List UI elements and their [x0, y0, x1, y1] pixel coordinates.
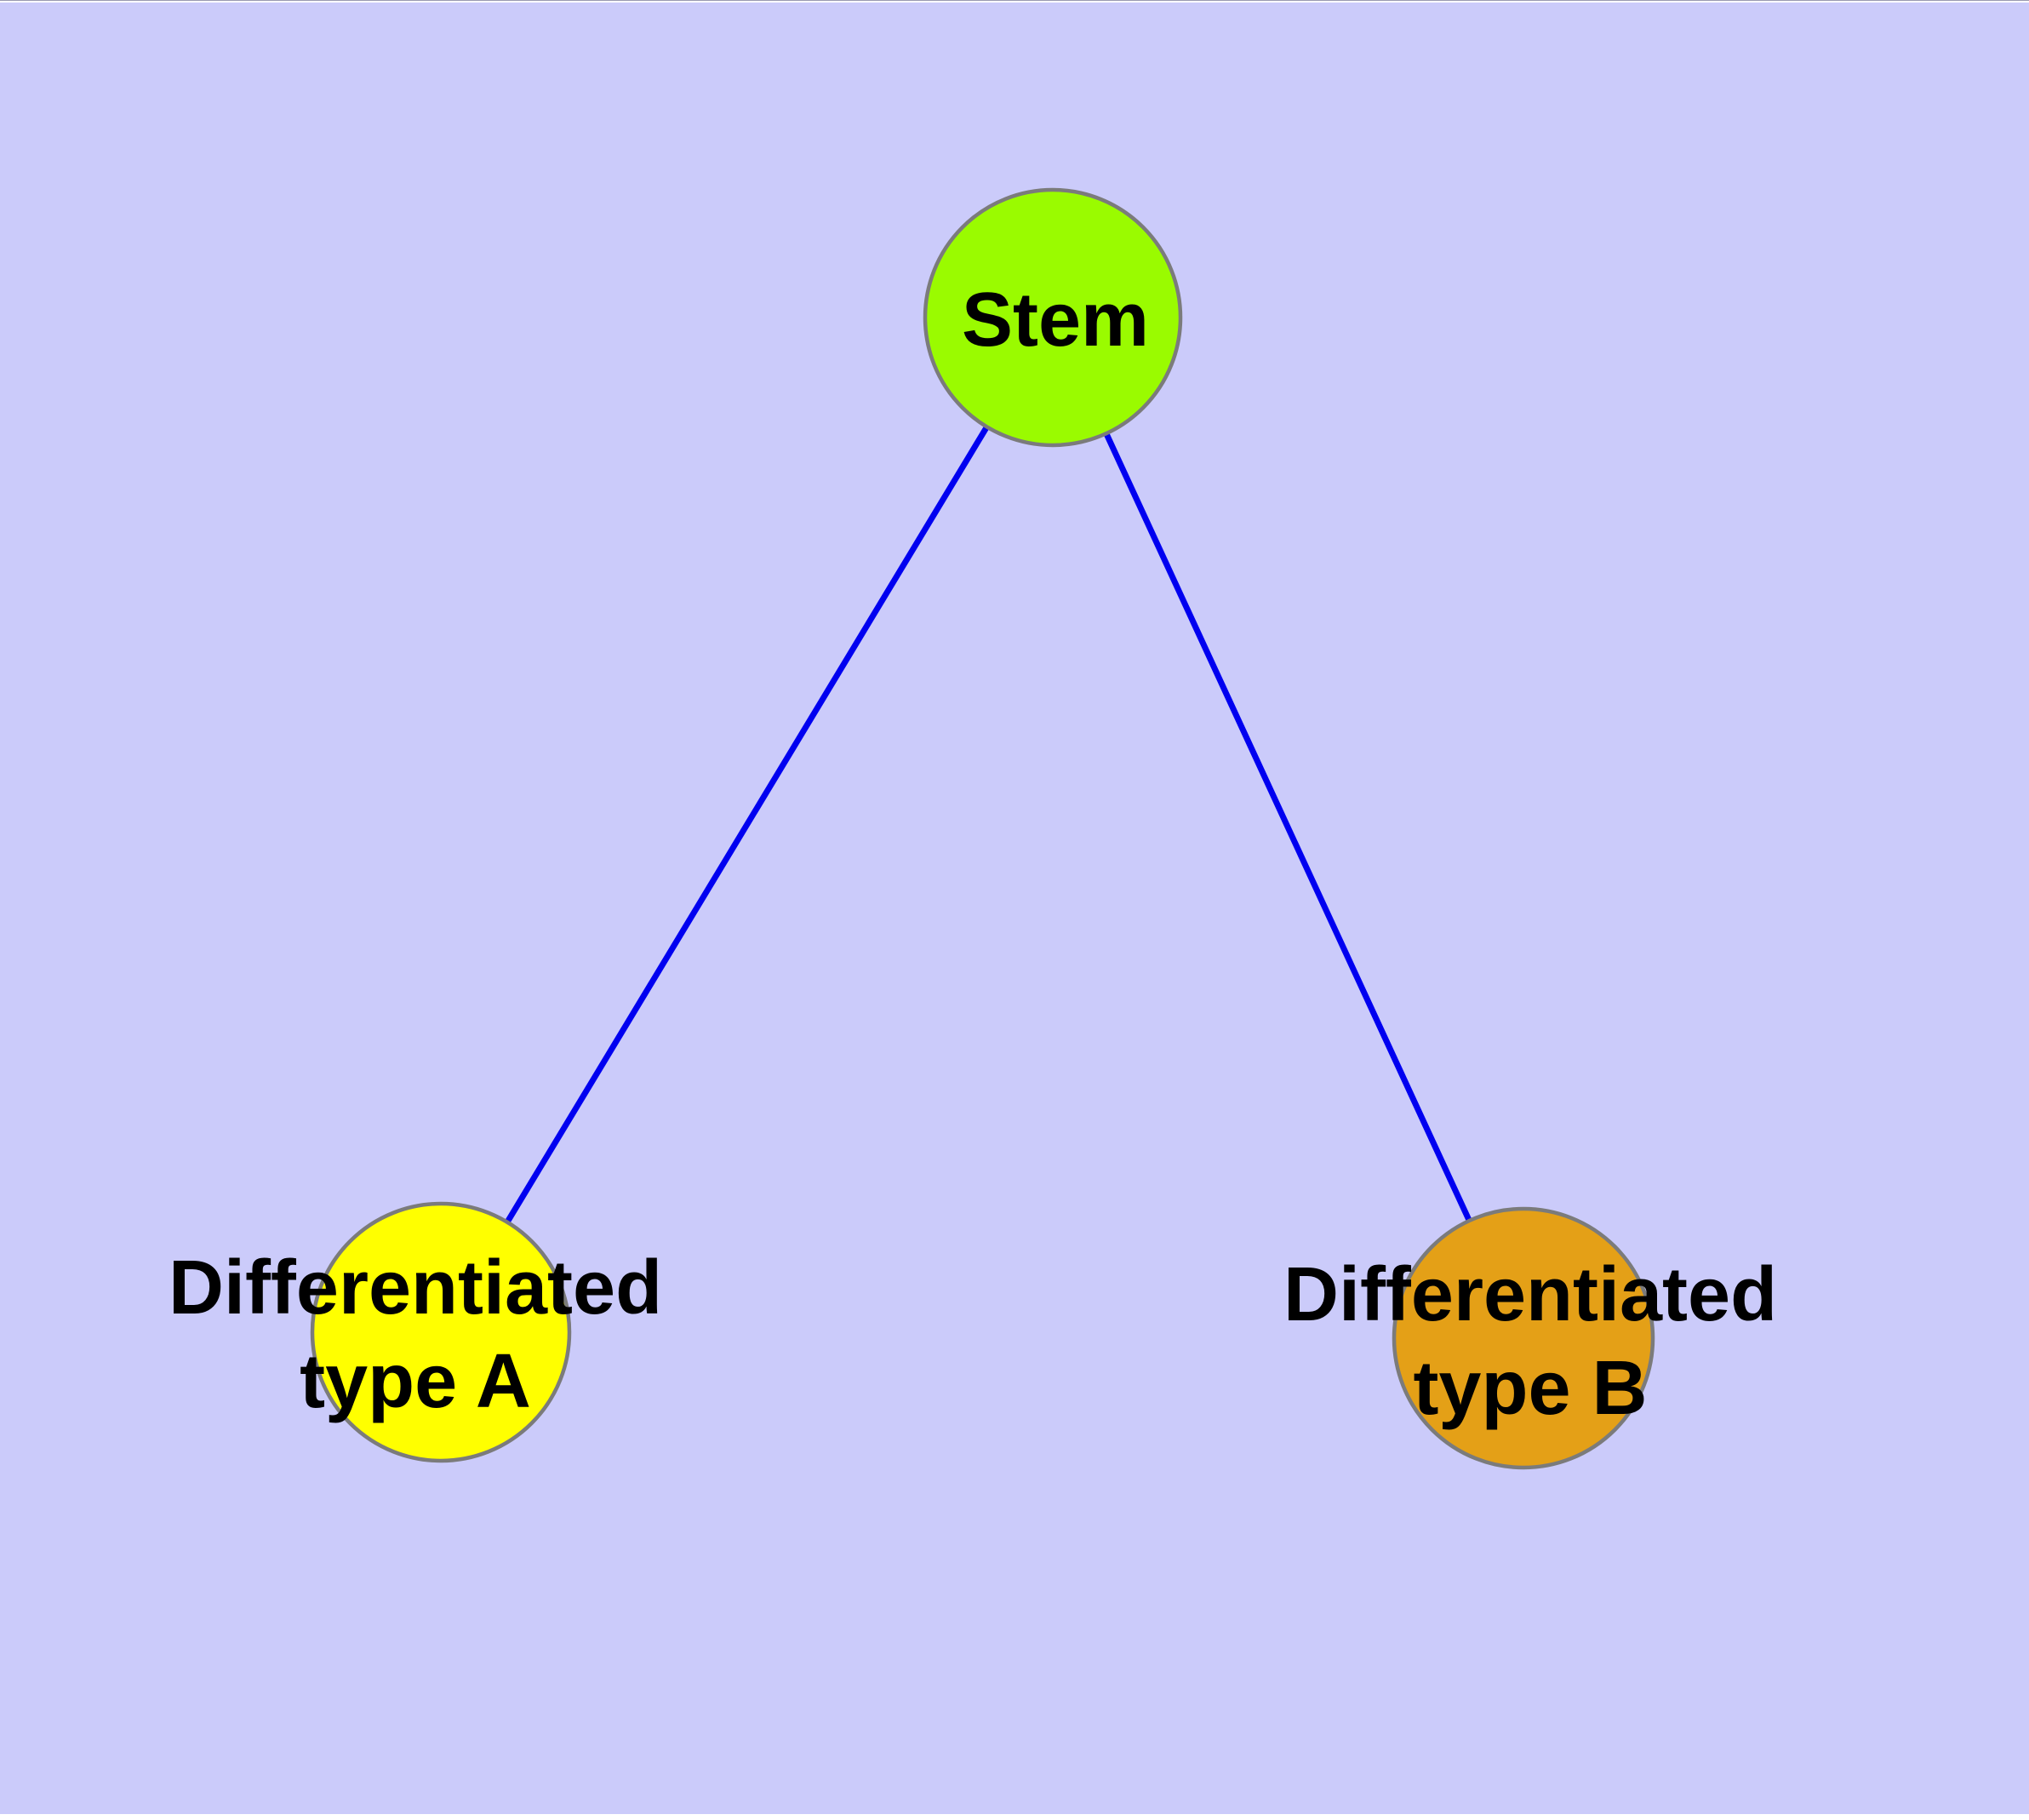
node-type-a-label: Differentiated type A [169, 1241, 662, 1428]
bottom-edge-margin [0, 1814, 2029, 1820]
top-edge-highlight [0, 1, 2029, 3]
node-type-b-label: Differentiated type B [1283, 1248, 1777, 1435]
node-type-b-label-line2: type B [1413, 1346, 1648, 1431]
edge-stem-to-type-b [1049, 316, 1527, 1340]
node-stem [923, 187, 1183, 448]
edge-stem-to-type-a [438, 316, 1055, 1334]
node-type-a-label-line1: Differentiated [168, 1245, 663, 1331]
node-type-b-label-line1: Differentiated [1283, 1252, 1778, 1337]
node-differentiated-type-b [1392, 1206, 1655, 1470]
node-type-a-label-line2: type A [300, 1339, 531, 1424]
top-edge-hairline [0, 0, 2029, 1]
node-stem-label: Stem [961, 278, 1150, 363]
node-differentiated-type-a [310, 1201, 572, 1463]
